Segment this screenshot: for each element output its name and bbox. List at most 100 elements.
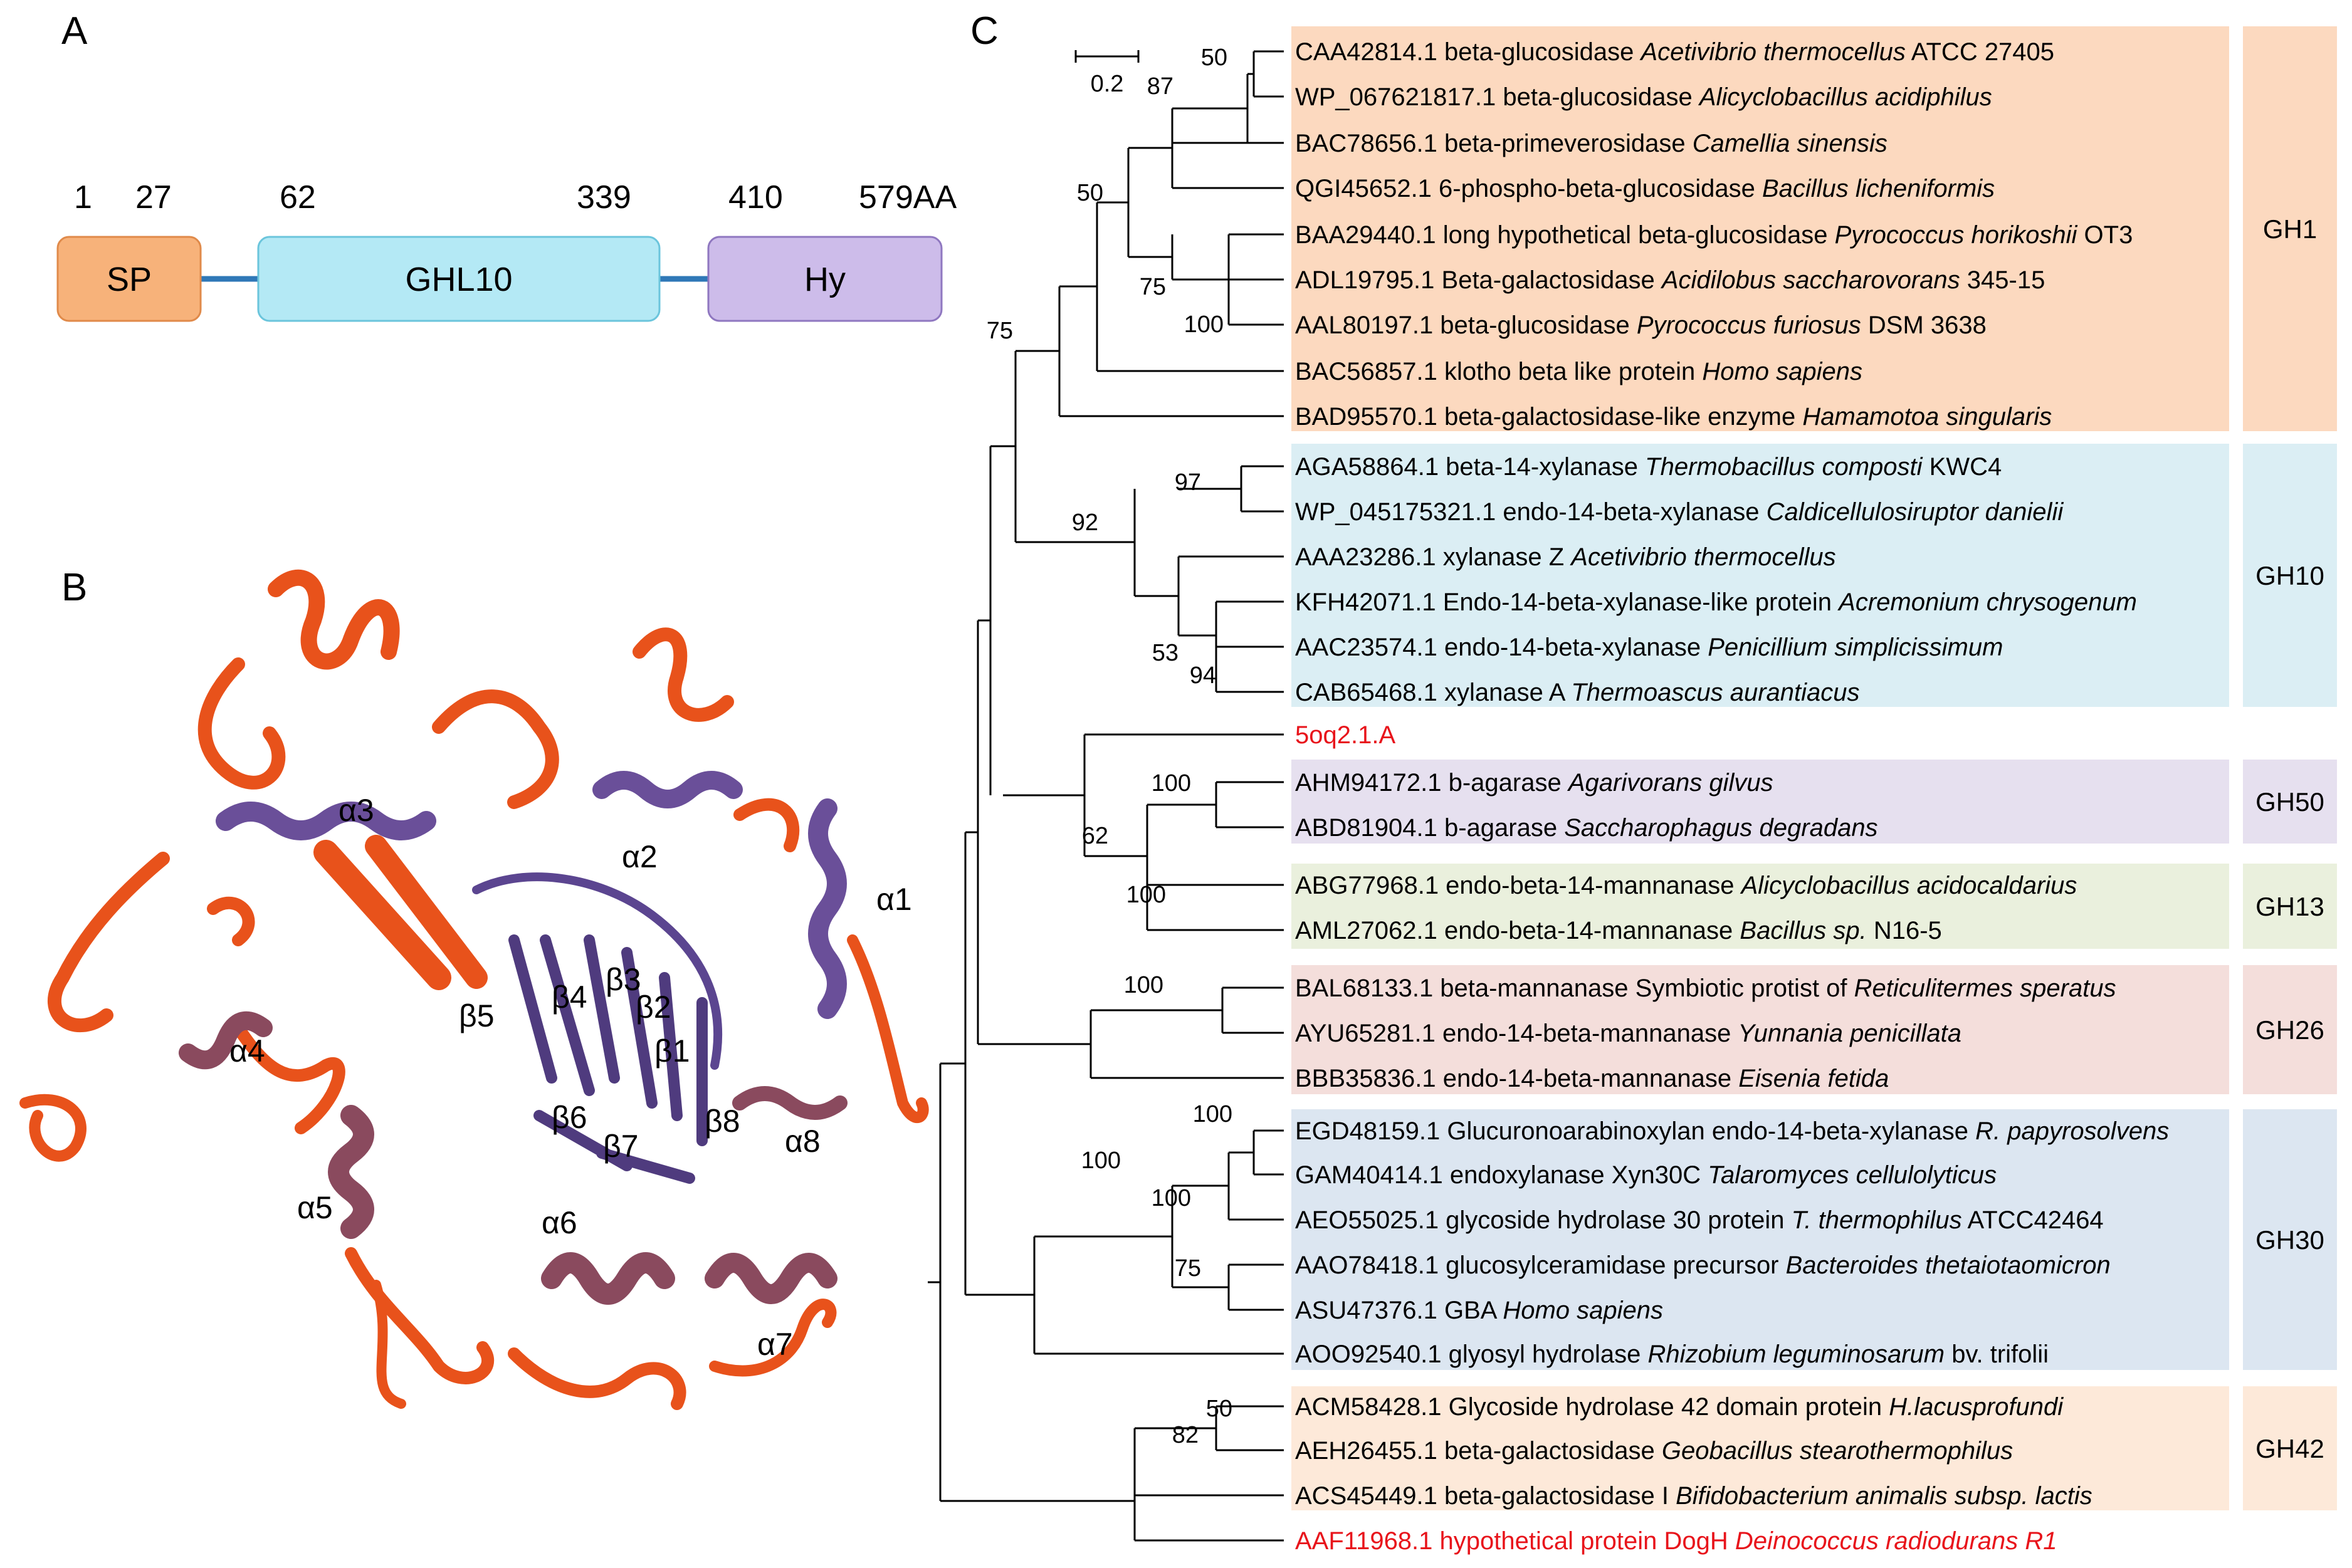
panel-c-label: C xyxy=(970,9,999,53)
leaf-label: ACS45449.1 beta-galactosidase I Bifidoba… xyxy=(1295,1482,2092,1510)
bootstrap-value: 62 xyxy=(1082,823,1108,849)
helix-label: α5 xyxy=(297,1190,333,1225)
bootstrap-value: 100 xyxy=(1081,1147,1121,1174)
helix-label: α1 xyxy=(876,882,912,917)
sp-domain xyxy=(56,236,202,322)
leaf-label: BAC78656.1 beta-primeverosidase Camellia… xyxy=(1295,130,1887,157)
family-box xyxy=(1291,760,2229,844)
ghl10-domain xyxy=(257,236,661,322)
scale-bar: 0.2 xyxy=(1074,50,1140,97)
family-box xyxy=(1291,965,2229,1094)
panel-b-label: B xyxy=(61,566,87,609)
helix-label: α8 xyxy=(785,1124,821,1159)
leaf-label: WP_045175321.1 endo-14-beta-xylanase Cal… xyxy=(1295,498,2064,526)
leaf-label: AAO78418.1 glucosylceramidase precursor … xyxy=(1295,1252,2111,1279)
helix-label: α4 xyxy=(229,1033,265,1069)
bootstrap-value: 97 xyxy=(1175,469,1201,496)
protein-structure-ribbon xyxy=(19,569,929,1410)
strand-label: β7 xyxy=(603,1129,639,1164)
hy-domain-label: Hy xyxy=(804,261,846,298)
structure-labels: α1 α2 α3 α4 α5 α6 α7 α8 β1 β2 β3 β4 β5 β… xyxy=(229,793,912,1362)
bootstrap-value: 75 xyxy=(987,318,1013,344)
family-label-box xyxy=(2243,1386,2337,1510)
strand-label: β2 xyxy=(636,990,671,1025)
leaf-label: AEH26455.1 beta-galactosidase Geobacillu… xyxy=(1295,1437,2013,1465)
family-label-box xyxy=(2243,444,2337,707)
family-label: GH1 xyxy=(2263,214,2317,244)
family-label: GH30 xyxy=(2255,1225,2324,1255)
leaf-label: KFH42071.1 Endo-14-beta-xylanase-like pr… xyxy=(1295,588,2137,616)
bootstrap-labels: 5087507510075979253941006210010010010010… xyxy=(987,44,1232,1448)
family-box xyxy=(1291,444,2229,707)
sp-domain-label: SP xyxy=(107,261,152,298)
bootstrap-value: 100 xyxy=(1124,972,1163,998)
scale-bar-label: 0.2 xyxy=(1091,71,1124,97)
family-label: GH13 xyxy=(2255,892,2324,921)
family-label-box xyxy=(2243,965,2337,1094)
position-label: 27 xyxy=(135,179,172,216)
bootstrap-value: 75 xyxy=(1140,274,1166,300)
leaf-label: BAL68133.1 beta-mannanase Symbiotic prot… xyxy=(1295,975,2116,1002)
panel-a-label: A xyxy=(61,9,88,53)
leaf-label: AYU65281.1 endo-14-beta-mannanase Yunnan… xyxy=(1295,1020,1961,1047)
family-label: GH10 xyxy=(2255,561,2324,590)
family-label: GH26 xyxy=(2255,1015,2324,1045)
family-label: GH50 xyxy=(2255,787,2324,817)
leaf-label: ASU47376.1 GBA Homo sapiens xyxy=(1295,1297,1663,1324)
strand-label: β1 xyxy=(654,1033,690,1069)
leaf-label: 5oq2.1.A xyxy=(1295,721,1395,749)
helix-label: α2 xyxy=(622,839,658,874)
leaf-label: BBB35836.1 endo-14-beta-mannanase Eiseni… xyxy=(1295,1065,1889,1092)
leaf-label: ABG77968.1 endo-beta-14-mannanase Alicyc… xyxy=(1295,872,2077,899)
leaf-label: AAC23574.1 endo-14-beta-xylanase Penicil… xyxy=(1295,634,2003,661)
tree-branches xyxy=(928,50,1284,1542)
bootstrap-value: 87 xyxy=(1147,73,1173,100)
leaf-label: BAD95570.1 beta-galactosidase-like enzym… xyxy=(1295,403,2052,431)
bootstrap-value: 100 xyxy=(1126,882,1166,908)
leaf-label: ACM58428.1 Glycoside hydrolase 42 domain… xyxy=(1295,1393,2064,1421)
leaf-label: AML27062.1 endo-beta-14-mannanase Bacill… xyxy=(1295,917,1942,944)
strand-label: β3 xyxy=(606,962,641,997)
strand-label: β5 xyxy=(459,998,495,1033)
leaf-label: AEO55025.1 glycoside hydrolase 30 protei… xyxy=(1295,1206,2104,1234)
leaf-label: EGD48159.1 Glucuronoarabinoxylan endo-14… xyxy=(1295,1117,2169,1145)
family-box xyxy=(1291,1109,2229,1370)
family-box xyxy=(1291,864,2229,949)
leaf-label: ADL19795.1 Beta-galactosidase Acidilobus… xyxy=(1295,266,2045,294)
position-label: 62 xyxy=(280,179,316,216)
bootstrap-value: 100 xyxy=(1152,1185,1191,1211)
family-label: GH42 xyxy=(2255,1434,2324,1463)
family-label-box xyxy=(2243,26,2337,431)
family-label-box xyxy=(2243,760,2337,844)
strand-label: β4 xyxy=(552,980,587,1015)
leaf-label: QGI45652.1 6-phospho-beta-glucosidase Ba… xyxy=(1295,175,1995,202)
position-label: 410 xyxy=(728,179,783,216)
bootstrap-value: 50 xyxy=(1206,1396,1232,1422)
bootstrap-value: 100 xyxy=(1184,311,1224,338)
leaf-label: AGA58864.1 beta-14-xylanase Thermobacill… xyxy=(1295,453,2002,481)
strand-label: β6 xyxy=(552,1100,587,1135)
bootstrap-value: 50 xyxy=(1201,44,1227,71)
helix-label: α3 xyxy=(339,793,374,828)
strand-label: β8 xyxy=(705,1104,740,1139)
bootstrap-value: 94 xyxy=(1190,662,1216,689)
bootstrap-value: 82 xyxy=(1172,1422,1199,1448)
leaf-label: AOO92540.1 glyosyl hydrolase Rhizobium l… xyxy=(1295,1341,2049,1368)
family-box xyxy=(1291,26,2229,431)
bootstrap-value: 75 xyxy=(1175,1255,1201,1282)
leaf-label: ABD81904.1 b-agarase Saccharophagus degr… xyxy=(1295,814,1878,842)
helix-label: α6 xyxy=(542,1205,577,1240)
bootstrap-value: 53 xyxy=(1152,640,1179,666)
leaf-label: AAF11968.1 hypothetical protein DogH Dei… xyxy=(1295,1527,2057,1555)
domain-architecture: 1 27 62 339 410 579AA SP GHL10 Hy xyxy=(56,179,957,322)
leaf-label: AAA23286.1 xylanase Z Acetivibrio thermo… xyxy=(1295,543,1836,571)
leaf-label: CAB65468.1 xylanase A Thermoascus aurant… xyxy=(1295,679,1860,706)
bootstrap-value: 92 xyxy=(1072,510,1098,536)
leaf-label: BAC56857.1 klotho beta like protein Homo… xyxy=(1295,358,1862,385)
ghl10-domain-label: GHL10 xyxy=(405,261,512,298)
position-label: 339 xyxy=(577,179,631,216)
leaf-label: WP_067621817.1 beta-glucosidase Alicyclo… xyxy=(1295,83,1992,111)
bootstrap-value: 100 xyxy=(1152,770,1191,797)
